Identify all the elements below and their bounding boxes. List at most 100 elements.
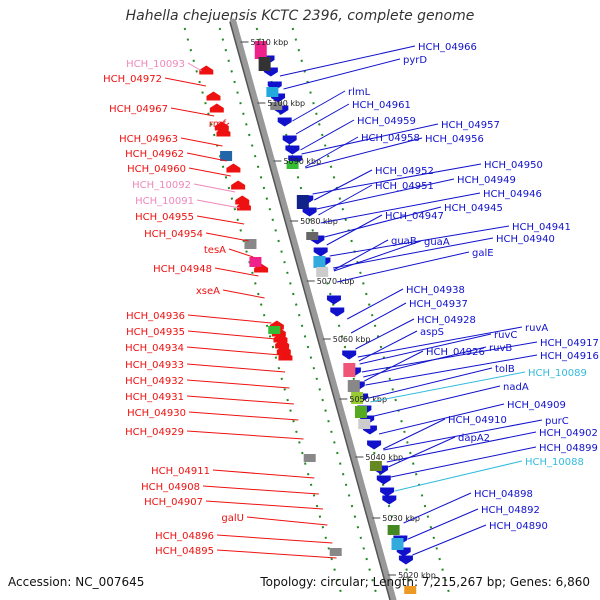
left-leader: [218, 122, 230, 132]
left-leader: [214, 267, 259, 277]
feature-box-58: [316, 267, 329, 277]
gene-feature-43: [273, 333, 288, 343]
right-gene-label: guaB: [391, 236, 417, 247]
left-gene-label: HCH_04963: [119, 134, 178, 145]
scale-label: 5110 kbp: [251, 38, 289, 47]
gene-feature-44: [275, 339, 290, 349]
right-leader: [326, 214, 383, 246]
left-gene-label: HCH_04895: [155, 546, 214, 557]
left-leader: [188, 167, 231, 177]
left-gene-label: HCH_04934: [125, 343, 184, 354]
gene-feature-39: [236, 201, 251, 211]
right-gene-label: HCH_04950: [484, 160, 543, 171]
left-gene-label: HCH_04954: [144, 229, 203, 240]
left-leader: [187, 330, 276, 340]
right-leader: [292, 90, 346, 122]
gene-feature-46: [278, 351, 293, 361]
feature-box-67: [387, 525, 400, 535]
right-gene-label: ruvB: [489, 343, 512, 354]
right-gene-label: HCH_04899: [539, 443, 598, 454]
right-gene-label: tolB: [495, 364, 515, 375]
left-leader: [205, 500, 324, 510]
left-leader: [186, 363, 286, 373]
right-leader: [359, 333, 492, 365]
accession-text: Accession: NC_007645: [8, 575, 145, 589]
scale-label: 5100 kbp: [267, 99, 305, 108]
feature-box-62: [351, 392, 364, 404]
feature-box-61: [347, 380, 360, 392]
left-gene-label: rmf: [209, 119, 227, 130]
left-gene-label: HCH_04962: [125, 149, 184, 160]
right-gene-label: HCH_04961: [352, 100, 411, 111]
left-gene-label: HCH_10093: [126, 59, 185, 70]
scale-label: 5090 kbp: [283, 157, 321, 166]
right-gene-label: HCH_04926: [426, 347, 485, 358]
right-gene-label: HCH_04890: [489, 521, 548, 532]
left-gene-label: HCH_10091: [135, 196, 194, 207]
left-leader: [186, 379, 290, 389]
left-leader: [186, 395, 294, 405]
backbone-line: [229, 18, 397, 600]
right-gene-label: guaA: [424, 237, 450, 248]
right-gene-label: HCH_04937: [409, 299, 468, 310]
right-leader: [301, 123, 439, 155]
right-leader: [370, 371, 526, 403]
feature-box-55: [306, 232, 319, 240]
left-gene-label: HCH_04948: [153, 264, 212, 275]
right-gene-label: ruvA: [525, 323, 548, 334]
feature-box-50: [270, 102, 283, 110]
backbone-edge: [229, 21, 391, 600]
right-gene-label: HCH_04938: [406, 285, 465, 296]
left-gene-label: HCH_04911: [151, 466, 210, 477]
scale-label: 5050 kbp: [349, 395, 387, 404]
scale-label: 5030 kbp: [382, 514, 420, 523]
right-leader: [403, 492, 472, 524]
right-gene-label: galE: [472, 248, 494, 259]
left-leader: [212, 469, 315, 479]
feature-box-60: [343, 363, 356, 377]
right-gene-label: HCH_04949: [457, 175, 516, 186]
right-gene-label: HCH_04898: [474, 489, 533, 500]
right-leader: [314, 169, 373, 201]
right-leader: [333, 239, 389, 271]
right-leader: [383, 419, 543, 451]
right-gene-label: HCH_04910: [448, 415, 507, 426]
left-gene-label: xseA: [196, 286, 220, 297]
right-leader: [390, 446, 537, 478]
right-gene-label: HCH_10088: [525, 457, 584, 468]
right-gene-label: HCH_04957: [441, 120, 500, 131]
right-gene-label: dapA2: [458, 433, 490, 444]
left-gene-label: HCH_04933: [125, 360, 184, 371]
right-leader: [378, 403, 505, 435]
right-gene-label: aspS: [420, 327, 444, 338]
gene-feature-12: [313, 247, 328, 257]
right-gene-label: HCH_04928: [417, 315, 476, 326]
left-leader: [205, 232, 249, 242]
label-leader-lines: [164, 45, 543, 559]
gene-features: [199, 41, 417, 594]
right-leader: [363, 346, 487, 378]
feature-box-64: [358, 419, 371, 429]
scale-label: 5070 kbp: [317, 277, 355, 286]
gene-feature-26: [380, 487, 395, 497]
right-gene-label: ruvC: [494, 330, 517, 341]
right-leader: [312, 163, 482, 195]
track-area: [175, 30, 438, 600]
feature-box-69: [329, 548, 342, 556]
gene-feature-6: [282, 135, 297, 145]
left-gene-label: HCH_04907: [144, 497, 203, 508]
left-leader: [186, 346, 281, 356]
left-leader: [246, 516, 328, 526]
feature-box-59: [268, 326, 281, 334]
right-leader: [364, 350, 424, 382]
right-gene-label: HCH_04952: [375, 166, 434, 177]
right-leader: [355, 318, 415, 350]
right-gene-label: purC: [545, 416, 569, 427]
left-gene-label: HCH_04935: [126, 327, 185, 338]
gene-feature-23: [367, 440, 382, 450]
track-bands: [175, 30, 438, 600]
right-leader: [346, 288, 404, 320]
right-leader: [350, 302, 407, 334]
left-leader: [216, 534, 333, 544]
